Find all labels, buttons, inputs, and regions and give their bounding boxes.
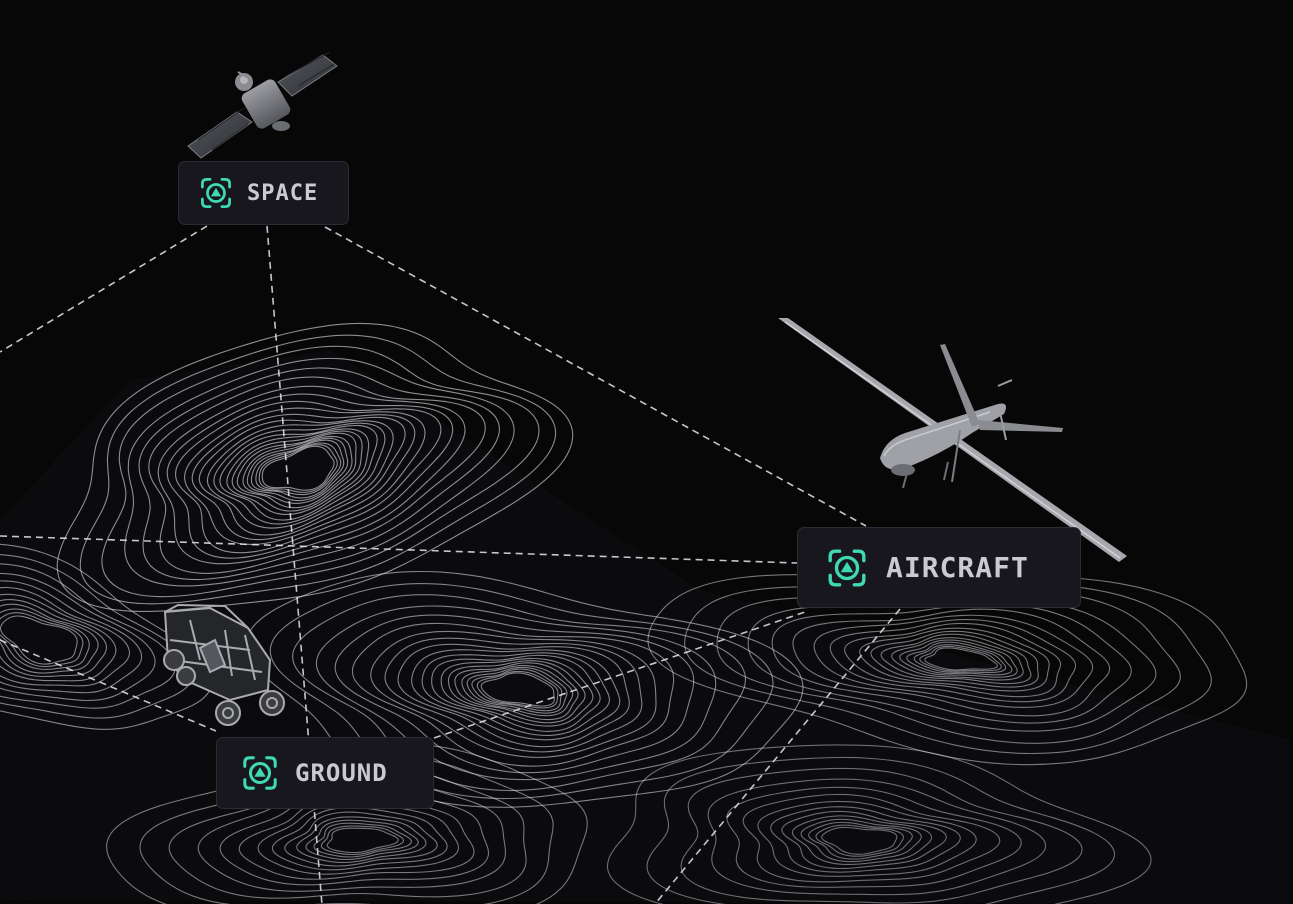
drone-icon xyxy=(778,318,1127,562)
space-label-text: SPACE xyxy=(247,180,319,206)
ground-node-label[interactable]: GROUND xyxy=(216,737,434,809)
target-arrow-icon xyxy=(199,176,233,210)
network-links xyxy=(0,225,901,904)
ground-buggy-icon xyxy=(163,603,285,726)
satellite-icon xyxy=(187,51,338,159)
aircraft-label-text: AIRCRAFT xyxy=(886,551,1029,584)
ground-label-text: GROUND xyxy=(295,759,388,787)
aircraft-node-label[interactable]: AIRCRAFT xyxy=(797,527,1081,608)
target-arrow-icon xyxy=(826,547,868,589)
space-node-label[interactable]: SPACE xyxy=(178,161,349,225)
target-arrow-icon xyxy=(241,754,279,792)
